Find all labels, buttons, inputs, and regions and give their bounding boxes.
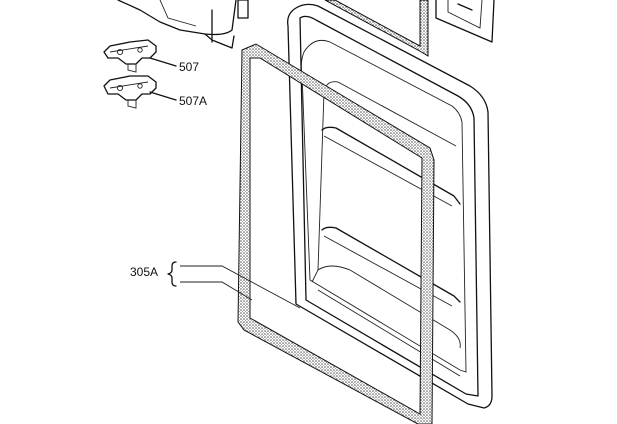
hinge-507: 507 [103, 39, 199, 74]
hinge-507a: 507A [103, 75, 207, 109]
callout-305a: 305A [130, 261, 301, 309]
label-507: 507 [179, 60, 199, 74]
label-507a: 507A [179, 94, 207, 108]
door-gasket-305a [237, 43, 435, 424]
door-panel [287, 3, 493, 409]
cabinet-top-housing [117, 0, 249, 49]
upper-door-gasket [324, 0, 429, 57]
label-305a: 305A [130, 265, 158, 279]
upper-door-panel [435, 0, 495, 43]
